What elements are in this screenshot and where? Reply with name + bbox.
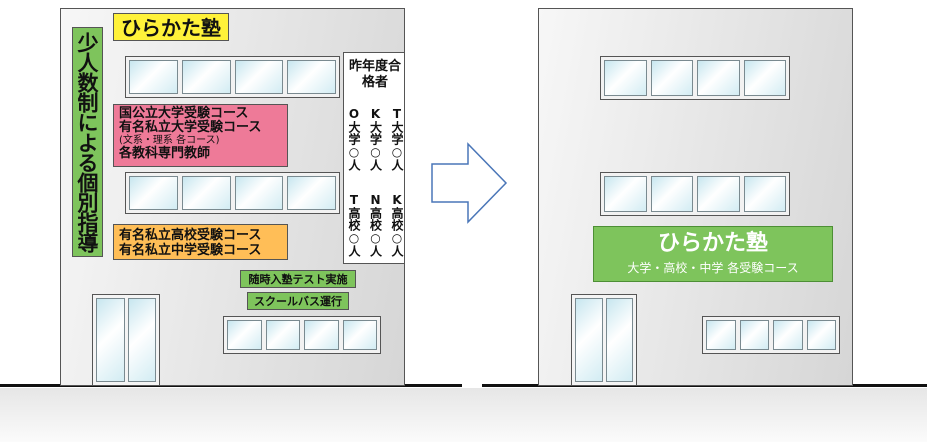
school-name-sign: ひらかた塾 [113, 13, 229, 41]
door-pane [605, 298, 633, 382]
window-pane [604, 60, 647, 96]
course-line: 有名私立中学受験コース [119, 243, 262, 258]
course-sign-pink: 国公立大学受験コース 有名私立大学受験コース (文系・理系 各コース) 各教科専… [113, 104, 288, 167]
window-row-top-after [600, 56, 790, 100]
window-row-bottom-after [702, 316, 840, 354]
vertical-banner: 少人数制による個別指導 [72, 27, 103, 257]
window-pane [697, 60, 740, 96]
window-pane [234, 60, 284, 94]
window-pane [773, 320, 803, 350]
window-pane [697, 176, 740, 212]
window-pane [287, 176, 336, 210]
result-item: N高校○人 [368, 193, 383, 257]
result-item: T大学○人 [390, 107, 404, 171]
window-row-bottom [223, 316, 381, 354]
window-pane [342, 320, 377, 350]
window-pane [287, 60, 336, 94]
window-pane [650, 176, 693, 212]
window-row-top [125, 56, 340, 98]
window-pane [743, 176, 786, 212]
window-pane [181, 60, 231, 94]
window-pane [129, 176, 178, 210]
course-line: 有名私立大学受験コース [119, 120, 262, 135]
door-after [571, 294, 637, 386]
course-sign-orange: 有名私立高校受験コース 有名私立中学受験コース [113, 224, 288, 260]
school-bus-sign: スクールバス運行 [247, 292, 349, 310]
course-line: 国公立大学受験コース [119, 106, 249, 121]
result-item: K大学○人 [368, 107, 383, 171]
door-pane [96, 298, 125, 382]
window-pane [650, 60, 693, 96]
door-before [92, 294, 160, 386]
window-pane [706, 320, 736, 350]
ground-shadow [0, 388, 927, 442]
course-line: 有名私立高校受験コース [119, 228, 262, 243]
door-pane [127, 298, 156, 382]
course-subtitle-after: 大学・高校・中学 各受験コース [627, 261, 799, 275]
course-note: (文系・理系 各コース) [119, 135, 220, 146]
window-pane [227, 320, 262, 350]
window-pane [739, 320, 769, 350]
result-item: T高校○人 [347, 193, 361, 257]
window-pane [234, 176, 284, 210]
results-title-label: 昨年度合格者 [348, 59, 401, 90]
window-pane [304, 320, 339, 350]
door-pane [575, 298, 603, 382]
window-row-middle-after [600, 172, 790, 216]
school-sign-after: ひらかた塾 大学・高校・中学 各受験コース [593, 226, 833, 282]
window-pane [181, 176, 231, 210]
window-pane [604, 176, 647, 212]
window-pane [806, 320, 836, 350]
results-board: 昨年度合格者 T大学○人 K大学○人 O大学○人 K高校○人 N高校○人 T高校… [343, 52, 405, 264]
window-pane [743, 60, 786, 96]
window-pane [129, 60, 178, 94]
entrance-test-sign: 随時入塾テスト実施 [240, 270, 356, 288]
window-row-middle [125, 172, 340, 214]
result-item: K高校○人 [390, 193, 404, 257]
right-arrow-icon [431, 142, 508, 224]
school-name-after: ひらかた塾 [657, 231, 768, 256]
course-line: 各教科専門教師 [119, 146, 211, 161]
window-pane [265, 320, 300, 350]
result-item: O大学○人 [347, 107, 361, 171]
